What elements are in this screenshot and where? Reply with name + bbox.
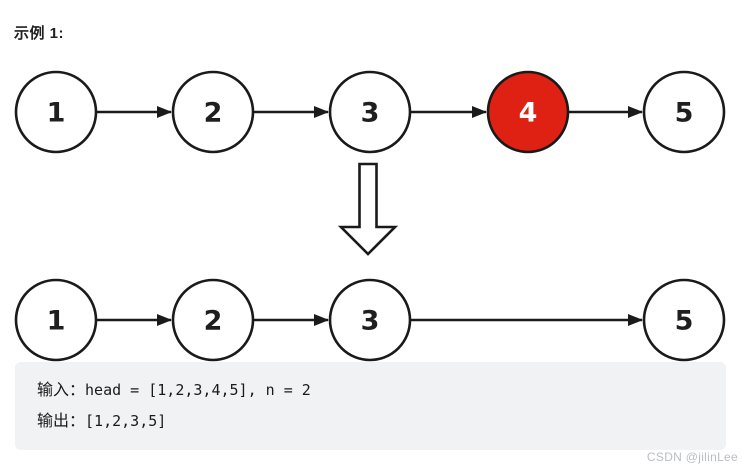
input-label: 输入： xyxy=(37,382,86,399)
node-value: 3 xyxy=(361,98,380,129)
node-value: 3 xyxy=(361,306,380,337)
node-value: 1 xyxy=(47,98,66,129)
node-value: 5 xyxy=(675,306,694,337)
io-example-box: 输入：head = [1,2,3,4,5], n = 2 输出：[1,2,3,5… xyxy=(15,362,726,450)
input-value: head = [1,2,3,4,5], n = 2 xyxy=(85,381,311,399)
list-node: 1 xyxy=(14,278,98,362)
list-node: 1 xyxy=(14,70,98,154)
input-line: 输入：head = [1,2,3,4,5], n = 2 xyxy=(37,375,726,406)
output-value: [1,2,3,5] xyxy=(85,412,167,430)
list-node: 2 xyxy=(171,278,255,362)
node-value: 5 xyxy=(675,98,694,129)
node-value: 4 xyxy=(519,98,538,129)
csdn-watermark: CSDN @jilinLee xyxy=(646,450,738,464)
output-label: 输出： xyxy=(37,413,86,430)
node-value: 2 xyxy=(204,306,223,337)
node-value: 2 xyxy=(204,98,223,129)
transform-down-arrow-icon xyxy=(337,162,399,256)
output-line: 输出：[1,2,3,5] xyxy=(37,406,726,437)
list-node: 3 xyxy=(328,70,412,154)
list-node: 5 xyxy=(642,70,726,154)
node-value: 1 xyxy=(47,306,66,337)
list-node: 2 xyxy=(171,70,255,154)
list-node: 3 xyxy=(328,278,412,362)
example-title: 示例 1: xyxy=(14,25,65,42)
list-node-highlighted: 4 xyxy=(486,70,570,154)
list-node: 5 xyxy=(642,278,726,362)
